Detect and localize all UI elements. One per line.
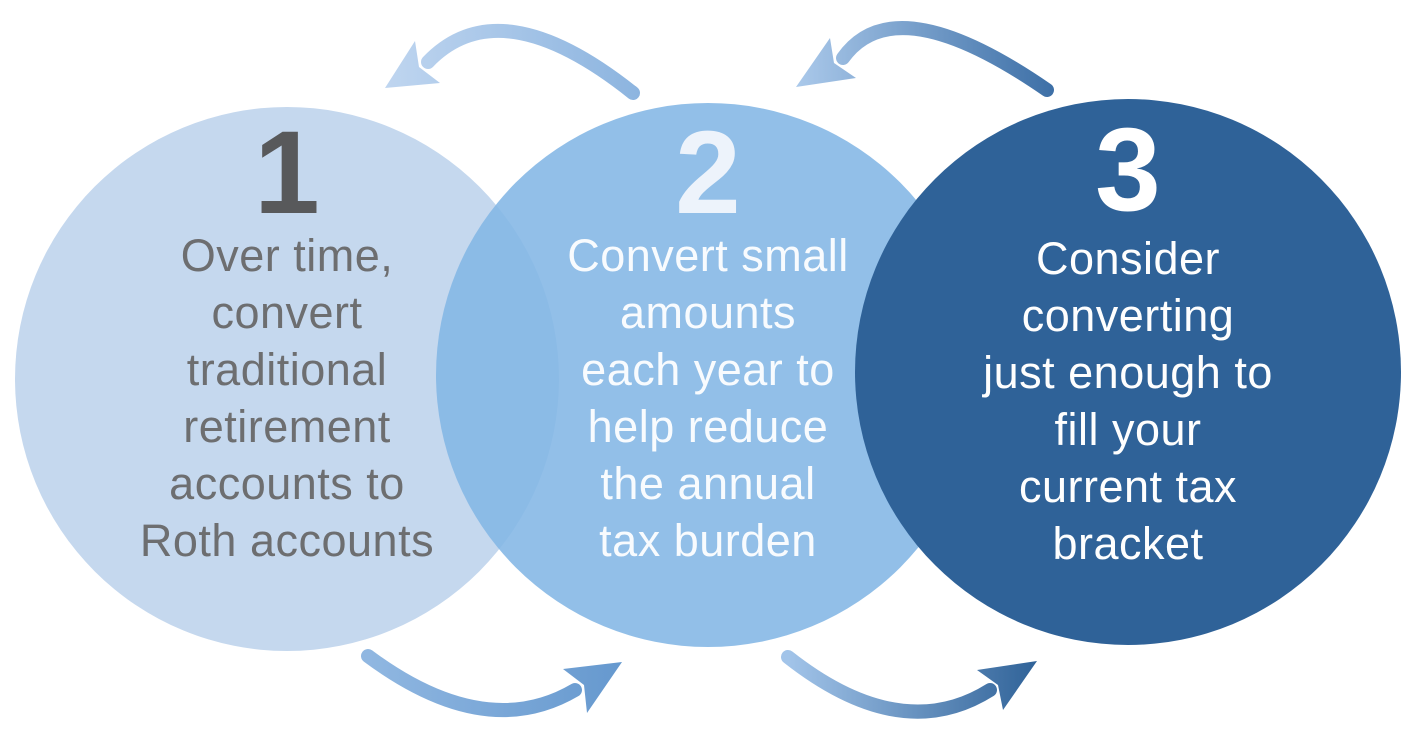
step-2-line: help reduce (587, 401, 829, 452)
step-1-line: retirement (183, 401, 391, 452)
step-3-line: fill your (1054, 404, 1202, 455)
step-2-line: tax burden (599, 515, 817, 566)
step-1-line: Roth accounts (139, 515, 435, 566)
step-3-line: current tax (1018, 461, 1238, 512)
step-3-circle (855, 99, 1401, 645)
step-2-line: amounts (619, 287, 797, 338)
step-2-line: Convert small (567, 230, 849, 281)
step-1-line: traditional (186, 344, 388, 395)
step-3-line: converting (1021, 290, 1235, 341)
step-3-line: Consider (1035, 233, 1221, 284)
step-3-line: bracket (1052, 518, 1204, 569)
step-1-circle (15, 107, 559, 651)
step-2-circle (436, 103, 980, 647)
step-1-line: Over time, (180, 230, 394, 281)
step-2-line: the annual (600, 458, 816, 509)
step-2-line: each year to (581, 344, 835, 395)
arrow-bottom-left-icon (361, 649, 622, 718)
step-1-line: accounts to (169, 458, 405, 509)
step-3-number: 3 (1095, 104, 1161, 236)
step-1-number: 1 (254, 107, 320, 239)
step-1-text: Over time, convert traditional retiremen… (47, 227, 527, 569)
step-2-number: 2 (675, 107, 741, 239)
arrow-top-right-icon (796, 21, 1054, 97)
step-2-text: Convert small amounts each year to help … (468, 227, 948, 569)
step-3-text: Consider converting just enough to fill … (888, 230, 1368, 572)
arrow-top-left-icon (385, 24, 640, 100)
step-3-line: just enough to (983, 347, 1273, 398)
arrow-bottom-right-icon (781, 650, 1037, 719)
step-1-line: convert (211, 287, 363, 338)
